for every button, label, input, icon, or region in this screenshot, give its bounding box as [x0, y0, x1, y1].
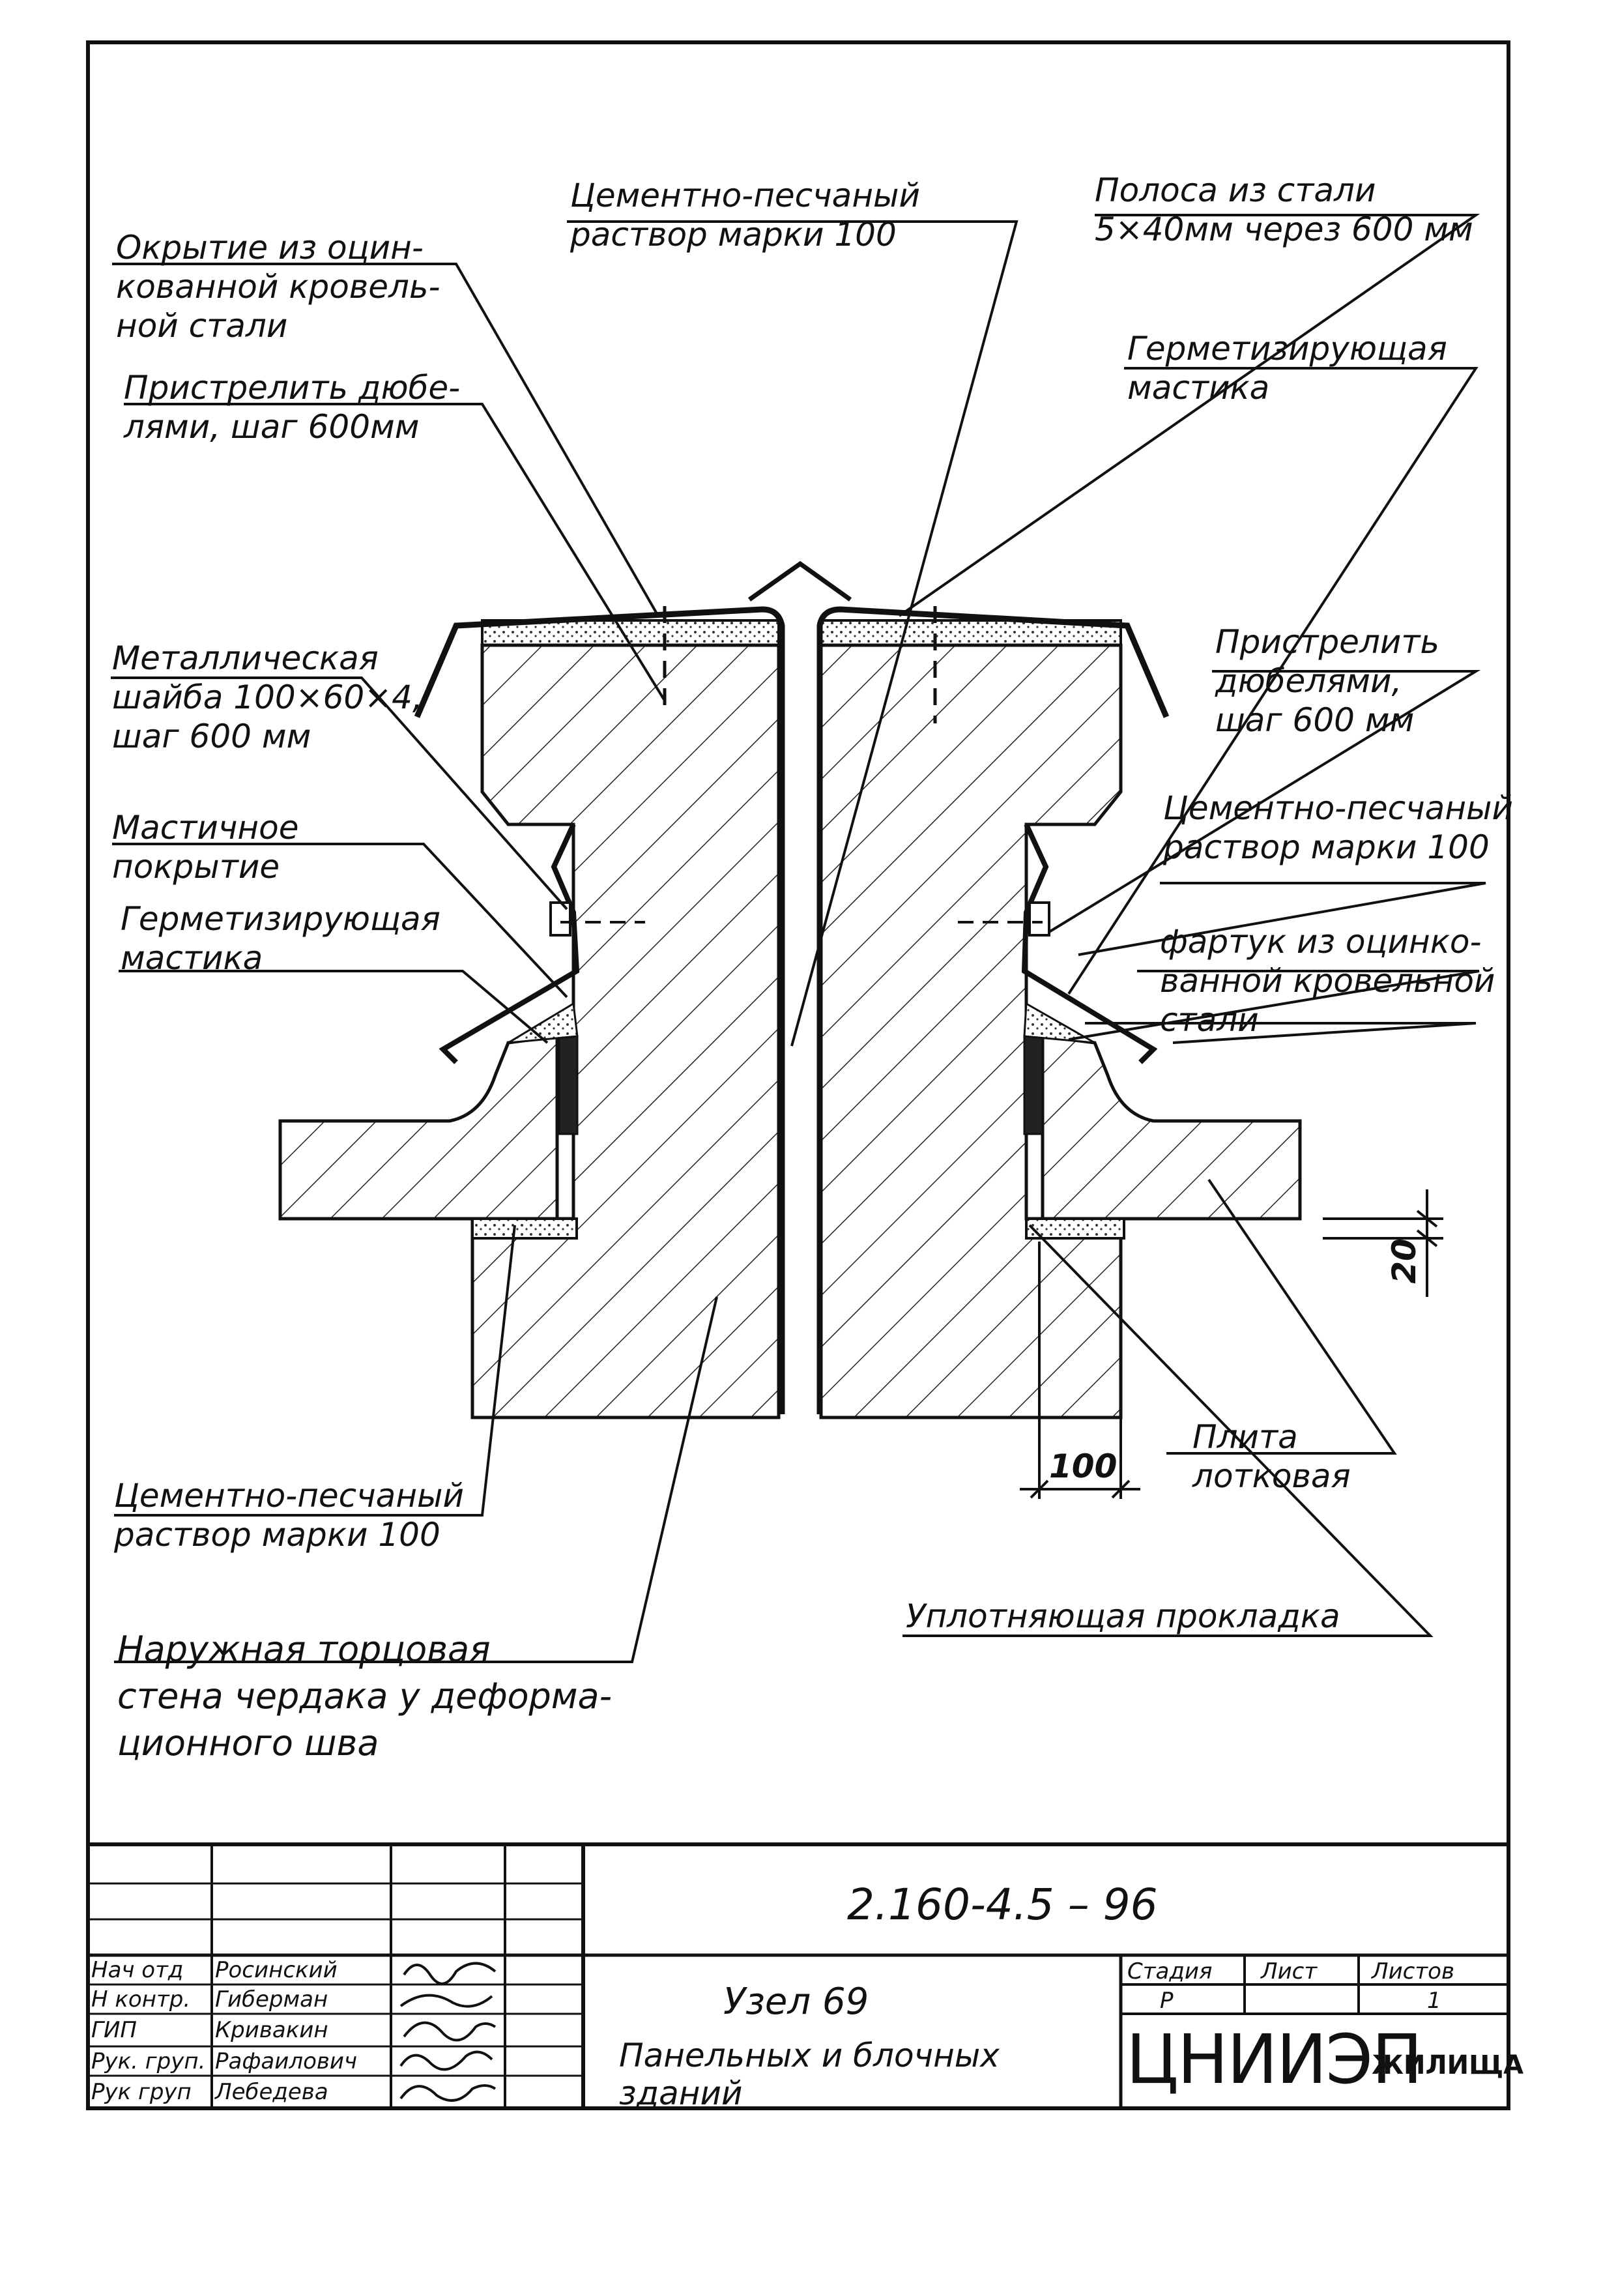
mortar-bottom-right — [1025, 1217, 1125, 1240]
apron-left — [439, 823, 580, 1064]
callout-covering: Окрытие из оцин- кованной кровель- ной с… — [116, 229, 440, 345]
leader-lines — [111, 214, 1486, 1663]
gasket-left — [558, 1035, 579, 1135]
mastic-right — [1023, 1002, 1095, 1044]
sig-name-2: Кривакин — [215, 2017, 328, 2043]
washer-right — [1028, 901, 1050, 937]
sheet-frame — [86, 40, 1510, 2110]
sheet-header: Лист — [1261, 1958, 1318, 1984]
mastic-left — [508, 1002, 579, 1044]
sig-role-1: Н контр. — [91, 1986, 191, 2013]
signature-marks — [399, 1962, 497, 2102]
washer-left — [549, 901, 571, 937]
callout-gasket: Уплотняющая прокладка — [906, 1597, 1340, 1635]
org-suffix: ЖИЛИЩА — [1372, 2050, 1524, 2080]
dimension-20 — [1323, 1189, 1443, 1297]
left-tray-slab — [278, 1034, 559, 1221]
callout-end-wall: Наружная торцовая стена чердака у деформ… — [117, 1629, 613, 1764]
sheets-value: 1 — [1427, 1988, 1441, 2014]
callout-sealing-mastic-right: Герметизирующая мастика — [1127, 330, 1447, 407]
node-title: Узел 69 — [723, 1981, 869, 2023]
apron-right — [1021, 823, 1158, 1064]
callout-tray-slab: Плита лотковая — [1192, 1418, 1351, 1495]
steel-cap — [414, 606, 785, 1414]
sheets-header: Листов — [1372, 1958, 1455, 1984]
dimension-20-label: 20 — [1385, 1238, 1423, 1284]
right-tray-slab — [1041, 1034, 1302, 1221]
callout-steel-strip: Полоса из стали 5×40мм через 600 мм — [1095, 171, 1473, 248]
callout-dowels-left: Пристрелить дюбе- лями, шаг 600мм — [124, 369, 461, 446]
callout-metal-washer: Металлическая шайба 100×60×4, шаг 600 мм — [112, 639, 423, 755]
stage-value: Р — [1160, 1988, 1174, 2014]
sig-role-0: Нач отд — [91, 1957, 184, 1983]
callout-sealing-mastic-left: Герметизирующая мастика — [121, 900, 440, 977]
dimension-100-label: 100 — [1049, 1447, 1118, 1485]
org-logo: ЦНИИЭП — [1126, 2020, 1422, 2099]
sig-role-2: ГИП — [91, 2017, 137, 2043]
sig-role-3: Рук. груп. — [91, 2048, 206, 2074]
sig-name-3: Рафаилович — [215, 2048, 358, 2074]
document-code: 2.160-4.5 – 96 — [847, 1880, 1158, 1930]
callout-cement-mortar-right: Цементно-песчаный раствор марки 100 — [1163, 789, 1513, 866]
mortar-bottom-left — [471, 1217, 578, 1240]
node-drawing — [111, 214, 1486, 1663]
callout-cement-mortar-bottom: Цементно-песчаный раствор марки 100 — [114, 1477, 464, 1554]
stage-header: Стадия — [1127, 1958, 1213, 1984]
left-wall-block — [470, 643, 781, 1419]
steel-cap-ridge — [747, 560, 852, 602]
callout-mastic-coating: Мастичное покрытие — [112, 809, 299, 886]
node-subtitle: Панельных и блочных зданий — [619, 2037, 1000, 2112]
steel-cap-right — [816, 606, 1170, 1414]
gasket-right — [1023, 1035, 1044, 1135]
sig-name-4: Лебедева — [215, 2079, 328, 2105]
callout-dowels-right: Пристрелить дюбелями, шаг 600 мм — [1215, 623, 1439, 739]
sig-name-0: Росинский — [215, 1957, 338, 1983]
dimension-100 — [1020, 1242, 1140, 1499]
sig-role-4: Рук груп — [91, 2079, 192, 2105]
title-block-grid — [88, 1842, 1508, 2108]
callout-apron: фартук из оцинко- ванной кровельной стал… — [1160, 923, 1495, 1039]
sig-name-1: Гиберман — [215, 1986, 328, 2013]
callout-cement-mortar-top: Цементно-песчаный раствор марки 100 — [570, 177, 920, 254]
